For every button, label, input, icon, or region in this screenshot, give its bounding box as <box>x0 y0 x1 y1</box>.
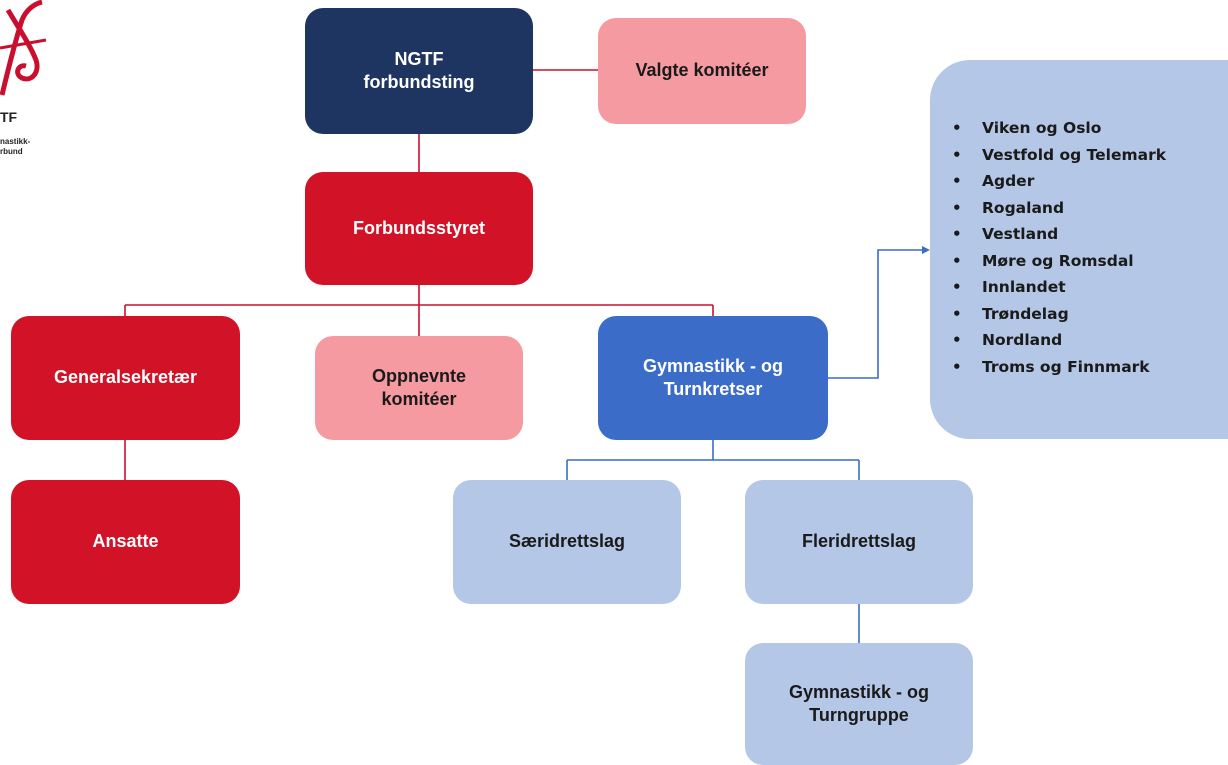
list-item: •Innlandet <box>952 278 1066 297</box>
bullet-icon: • <box>952 119 962 138</box>
node-label-line2: forbundsting <box>363 72 475 92</box>
arrow-head-icon <box>922 246 930 254</box>
node-label-line2: Turngruppe <box>809 705 909 725</box>
bullet-icon: • <box>952 357 962 376</box>
node-label: Særidrettslag <box>508 531 626 552</box>
ngtf-logo: TF nastikk- rbund <box>0 0 60 175</box>
list-item: •Agder <box>952 172 1035 191</box>
list-item: •Rogaland <box>952 198 1065 217</box>
bullet-icon: • <box>952 331 962 350</box>
list-item: •Vestland <box>952 225 1059 244</box>
node-label-line1: NGTF <box>394 48 444 69</box>
bullet-icon: • <box>952 198 962 217</box>
bullet-icon: • <box>952 172 962 191</box>
node-label: Ansatte <box>92 531 159 552</box>
list-item: •Trøndelag <box>952 304 1069 323</box>
node-label: Fleridrettslag <box>801 531 917 552</box>
logo-gymnast-graphic <box>0 0 47 96</box>
bullet-icon: • <box>952 278 962 297</box>
blue-connectors <box>566 249 922 643</box>
node-label-line1: Oppnevnte <box>371 365 466 386</box>
list-item: •Vestfold og Telemark <box>952 145 1167 164</box>
bullet-icon: • <box>952 304 962 323</box>
list-item: •Troms og Finnmark <box>952 357 1150 376</box>
node-generalsekretaer: Generalsekretær <box>11 316 240 440</box>
node-fleridrettslag: Fleridrettslag <box>745 480 973 604</box>
regions-list: •Viken og Oslo •Vestfold og Telemark •Ag… <box>952 115 1166 380</box>
node-label-line1: Gymnastikk - og <box>642 355 784 376</box>
node-ansatte: Ansatte <box>11 480 240 604</box>
node-label: Forbundsstyret <box>352 217 485 238</box>
node-label-line2: Turnkretser <box>663 379 763 399</box>
node-label-line2: komitéer <box>381 389 457 409</box>
red-connectors <box>124 69 714 480</box>
node-valgte-komiteer: Valgte komitéer <box>598 18 806 124</box>
bullet-icon: • <box>952 145 962 164</box>
list-item: •Viken og Oslo <box>952 119 1102 138</box>
node-forbundsstyret: Forbundsstyret <box>305 172 533 285</box>
node-label: Valgte komitéer <box>635 60 769 81</box>
list-item: •Nordland <box>952 331 1063 350</box>
logo-subtitle: nastikk- rbund <box>0 137 31 156</box>
regions-panel: •Viken og Oslo •Vestfold og Telemark •Ag… <box>930 60 1228 439</box>
node-label-line1: Gymnastikk - og <box>788 681 930 702</box>
node-gymnastikk-turngruppe: Gymnastikk - og Turngruppe <box>745 643 973 765</box>
bullet-icon: • <box>952 225 962 244</box>
node-ngtf-forbundsting: NGTF forbundsting <box>305 8 533 134</box>
node-label: Generalsekretær <box>53 367 198 388</box>
node-oppnevnte-komiteer: Oppnevnte komitéer <box>315 336 523 440</box>
node-saeridrettslag: Særidrettslag <box>453 480 681 604</box>
list-item: •Møre og Romsdal <box>952 251 1134 270</box>
logo-abbrev: TF <box>0 109 18 125</box>
bullet-icon: • <box>952 251 962 270</box>
node-gymnastikk-turnkretser: Gymnastikk - og Turnkretser <box>598 316 828 440</box>
